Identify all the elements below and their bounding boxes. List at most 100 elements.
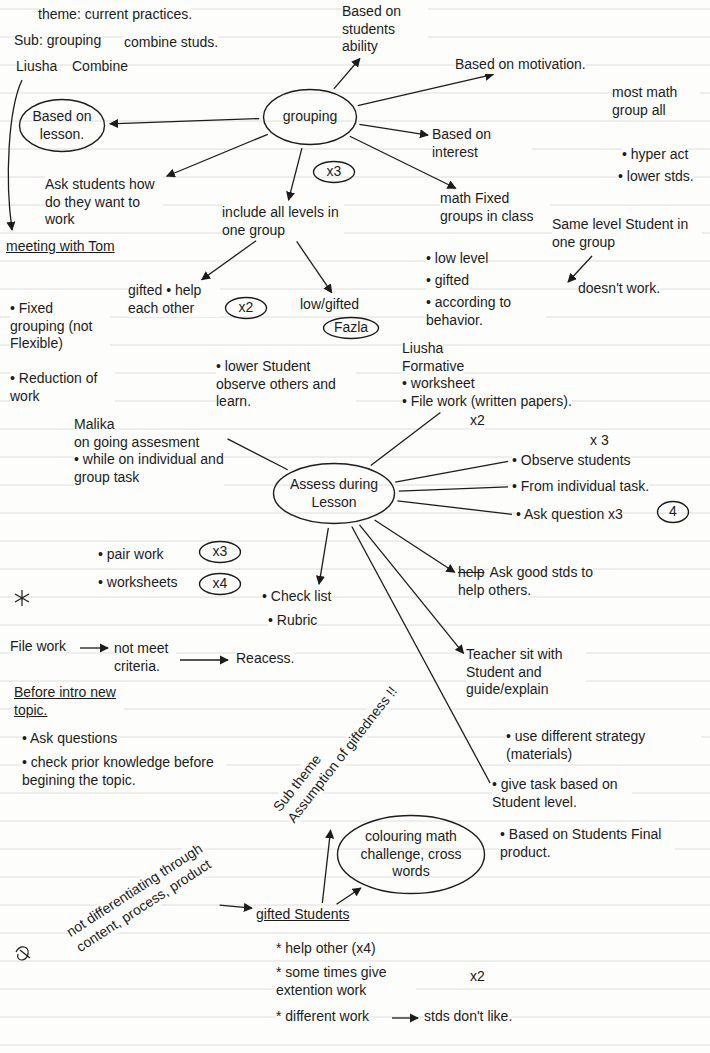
ellipse-outline — [314, 162, 355, 183]
circled-count: x3 — [312, 160, 356, 184]
branch-text: Malikaon going assesment• while on indiv… — [74, 416, 224, 486]
note-text: meeting with Tom — [6, 238, 115, 256]
star-doodle — [15, 590, 29, 606]
branch-text: Based on interest — [432, 126, 532, 161]
branch-text: • From individual task. — [512, 478, 692, 496]
node-text: on going assesment — [74, 434, 199, 452]
branch-text: Based on students ability — [342, 3, 428, 56]
node-text: 4 — [669, 503, 677, 521]
ellipse-outline — [200, 574, 241, 595]
connector-arrow — [359, 124, 428, 135]
note-text: stds don't like. — [424, 1008, 512, 1026]
connector-arrow — [289, 148, 302, 200]
note-text: x 3 — [590, 432, 609, 450]
node-text: x3 — [213, 543, 228, 561]
node-text: • Observe students — [512, 452, 631, 470]
ellipse-outline — [20, 100, 105, 152]
node-text: x4 — [213, 575, 228, 593]
ellipse-outline — [226, 298, 267, 319]
branch-text: include all levels in one group — [222, 204, 344, 239]
node-text: colouring math challenge, cross words — [354, 828, 468, 881]
circled-count: x3 — [198, 540, 242, 564]
note-text: • Rubric — [268, 612, 317, 630]
circled-count: 4 — [656, 500, 690, 524]
node-text: Malika — [74, 416, 114, 434]
node-text: • while on individual and group task — [74, 451, 224, 486]
note-text: • gifted — [426, 272, 469, 290]
hub-ellipse: grouping — [262, 88, 358, 146]
branch-text: Teacher sit with Student and guide/expla… — [466, 646, 586, 699]
note-text: • according to behavior. — [426, 294, 546, 329]
branch-text: • Observe students — [512, 452, 692, 470]
note-text: doesn't work. — [578, 280, 660, 298]
note-text: x2 — [470, 412, 485, 430]
node-text: • give task based on Student level. — [492, 776, 632, 811]
note-text: • Fixed grouping (not Flexible) — [10, 300, 110, 353]
note-text: • Reduction of work — [10, 370, 115, 405]
node-text: Assess during Lesson — [286, 476, 382, 511]
connector-line — [371, 412, 441, 465]
branch-text: • Check list — [262, 588, 372, 606]
ellipse-outline — [264, 90, 357, 145]
branch-text: Ask students how do they want to work — [45, 176, 163, 229]
circled-count: x4 — [198, 572, 242, 596]
note-text: • worksheets — [98, 574, 178, 592]
node-text: Teacher sit with Student and guide/expla… — [466, 646, 586, 699]
note-text: • lower Student observe others and learn… — [216, 358, 356, 411]
note-text: • check prior knowledge before begining … — [22, 754, 227, 789]
circled-note: Based on lesson. — [18, 98, 106, 153]
node-text: • Check list — [262, 588, 331, 606]
branch-text: low/gifted — [300, 296, 380, 314]
node-text: Ask students how do they want to work — [45, 176, 163, 229]
node-text: Based on motivation. — [455, 56, 586, 74]
leader-arrow — [568, 256, 592, 282]
connector-arrow — [337, 888, 361, 904]
note-text: most math group all — [612, 84, 700, 119]
ellipse-outline — [274, 464, 395, 524]
note-text: * different work — [276, 1008, 369, 1026]
curved-arrow — [8, 80, 22, 230]
note-text: Combine — [72, 58, 128, 76]
ellipse-outline — [200, 542, 241, 563]
flow-arrow — [180, 659, 228, 660]
note-text: • use different strategy (materials) — [506, 728, 701, 763]
note-text: Sub: grouping — [14, 32, 101, 50]
node-text: x2 — [239, 299, 254, 317]
connector-line — [397, 501, 512, 514]
note-text: • hyper act — [622, 146, 688, 164]
circled-count: x2 — [224, 296, 268, 320]
node-text: • Ask question x3 — [516, 506, 623, 524]
note-text: • Based on Students Final product. — [500, 826, 675, 861]
branch-text: • give task based on Student level. — [492, 776, 632, 811]
branch-text: Based on motivation. — [455, 56, 615, 74]
connector-arrow — [220, 905, 252, 908]
node-text: grouping — [283, 108, 338, 126]
connector-arrow — [297, 241, 332, 292]
connector-arrow — [167, 134, 268, 176]
note-text: • lower stds. — [618, 168, 694, 186]
note-text: x2 — [470, 968, 485, 986]
connector-line — [228, 439, 288, 470]
node-text: Formative — [402, 358, 464, 376]
node-text: Liusha — [402, 340, 443, 358]
node-text: gifted Students — [256, 906, 349, 924]
branch-text: math Fixed groups in class — [440, 190, 550, 225]
connector-arrow — [202, 241, 256, 280]
ellipse-outline — [658, 502, 689, 523]
note-text: • low level — [426, 250, 488, 268]
hub-ellipse: Assess during Lesson — [272, 462, 396, 525]
branch-text: • Ask question x3 — [516, 506, 651, 524]
circled-name: Fazla — [322, 316, 380, 340]
branch-text: gifted • help each other — [128, 282, 220, 317]
circled-note: colouring math challenge, cross words — [336, 814, 486, 895]
note-text: Same level Student in one group — [552, 216, 702, 251]
connector-arrow — [334, 59, 360, 89]
node-text: • File work (written papers). — [402, 393, 572, 411]
connector-line — [395, 461, 508, 482]
node-text: Based on interest — [432, 126, 532, 161]
connector-arrow — [110, 119, 259, 124]
note-text: Before intro new topic. — [14, 684, 124, 719]
note-text: * help other (x4) — [276, 940, 376, 958]
